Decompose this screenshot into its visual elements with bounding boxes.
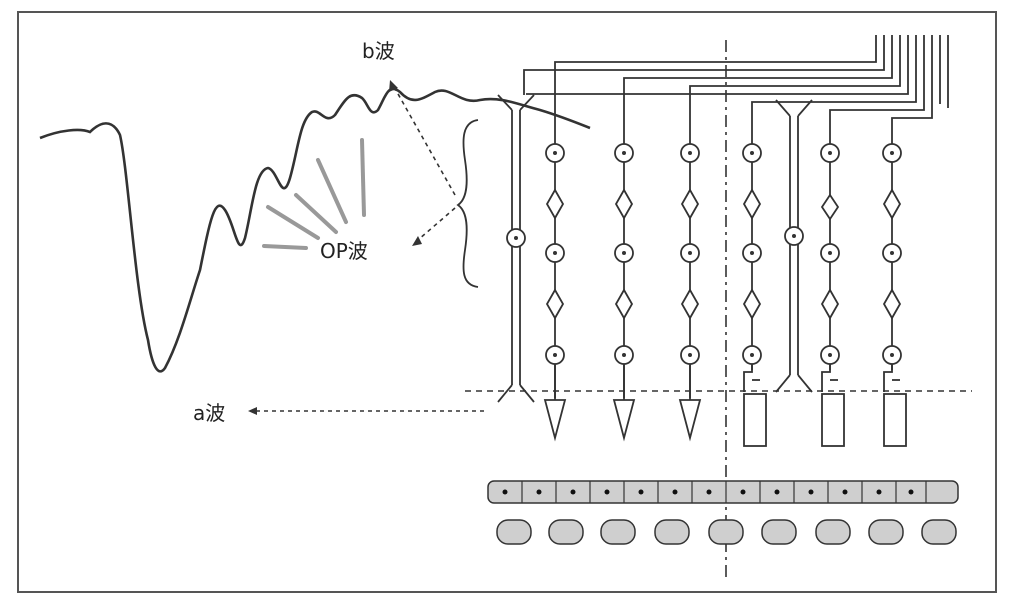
diamond xyxy=(614,288,634,320)
choroid-cells-row xyxy=(496,519,957,545)
diamond xyxy=(742,188,762,220)
rod xyxy=(821,393,845,447)
a-wave-label: a波 xyxy=(193,401,225,425)
diamond xyxy=(545,188,565,220)
op-wave-label: OP波 xyxy=(320,239,368,263)
cell xyxy=(548,519,584,545)
diamond xyxy=(742,288,762,320)
diamond xyxy=(614,188,634,220)
diamond xyxy=(882,288,902,320)
op-wave-rays xyxy=(262,138,366,250)
diamond xyxy=(680,188,700,220)
rod xyxy=(743,393,767,447)
cell xyxy=(496,519,532,545)
diamond xyxy=(545,288,565,320)
rod-photoreceptors xyxy=(743,364,907,447)
cell xyxy=(815,519,851,545)
cone xyxy=(543,399,567,442)
column-lines xyxy=(554,145,893,400)
arrowheads xyxy=(248,80,422,415)
b-wave-label: b波 xyxy=(362,39,395,63)
curly-brace xyxy=(456,119,479,288)
rod xyxy=(883,393,907,447)
pigment-epithelium-row xyxy=(487,480,959,504)
cell xyxy=(708,519,744,545)
signal-wires xyxy=(523,35,949,145)
diamond xyxy=(820,193,840,221)
cell xyxy=(600,519,636,545)
cone xyxy=(678,399,702,442)
cone xyxy=(612,399,636,442)
diagram-frame xyxy=(17,11,997,593)
dashed-arrows xyxy=(256,84,484,412)
diamond-synapses xyxy=(545,188,902,320)
cell xyxy=(761,519,797,545)
rod-bipolar-right xyxy=(775,99,813,393)
rod-bipolar-left xyxy=(497,94,535,403)
diamond xyxy=(882,188,902,220)
diamond xyxy=(680,288,700,320)
cell xyxy=(654,519,690,545)
cell xyxy=(921,519,957,545)
cell xyxy=(868,519,904,545)
neuron-nodes xyxy=(506,143,902,365)
diamond xyxy=(820,288,840,320)
erg-waveform xyxy=(39,87,591,373)
cone-photoreceptors xyxy=(543,365,702,442)
